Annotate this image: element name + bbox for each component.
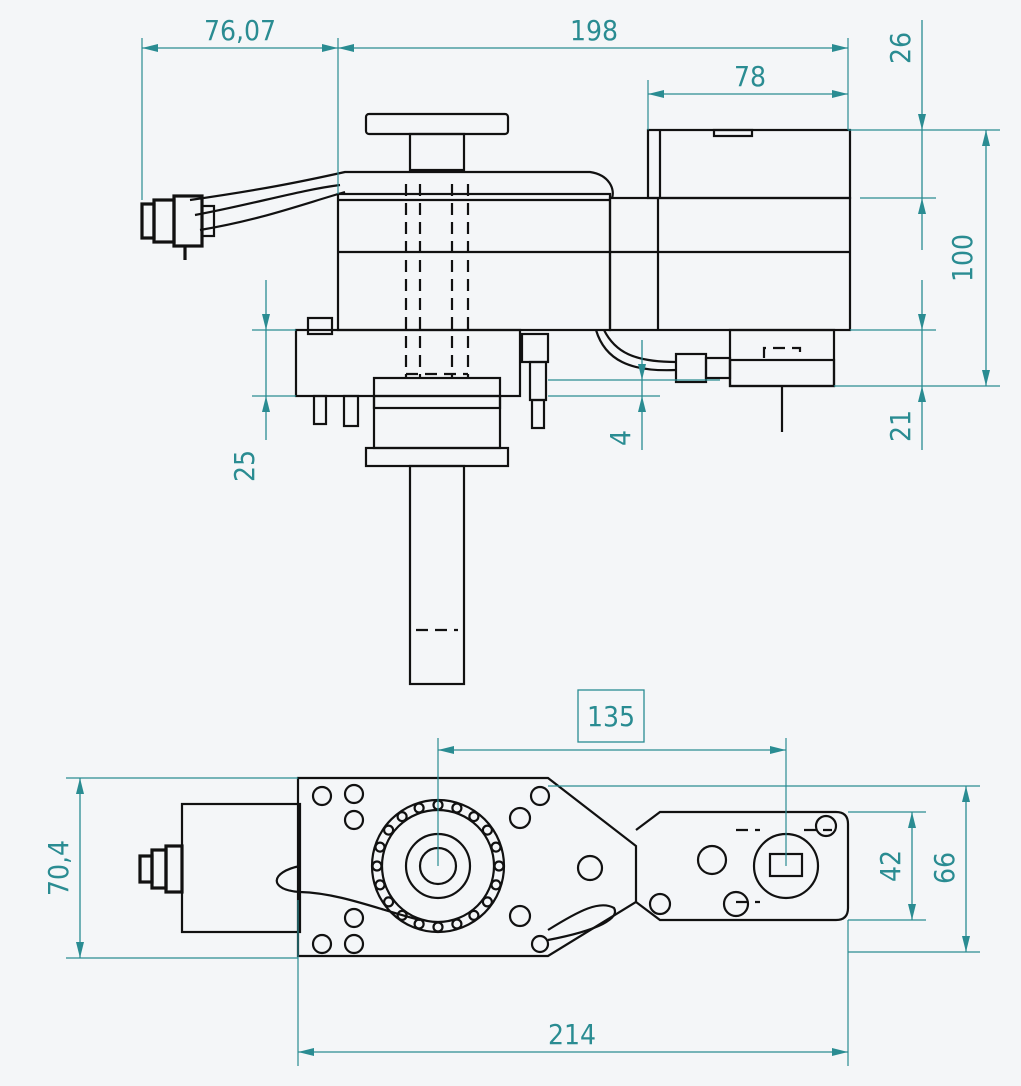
gear-hole bbox=[481, 824, 493, 836]
gear-hole bbox=[413, 802, 425, 814]
gear-hole bbox=[432, 921, 444, 933]
dim-42: 42 bbox=[874, 850, 907, 882]
gear-holes bbox=[371, 799, 505, 933]
dim-4: 4 bbox=[604, 430, 637, 446]
dim-198: 198 bbox=[570, 14, 618, 47]
dim-26: 26 bbox=[884, 32, 917, 64]
gear-hole bbox=[468, 810, 480, 823]
gear-hole bbox=[451, 802, 463, 814]
gear-hole bbox=[383, 824, 395, 836]
dim-70-4: 70,4 bbox=[42, 840, 75, 896]
dim-100: 100 bbox=[946, 234, 979, 282]
gear-hole bbox=[490, 879, 502, 891]
gear-hole bbox=[413, 918, 425, 930]
dim-66: 66 bbox=[928, 852, 961, 884]
dim-135: 135 bbox=[587, 700, 635, 733]
gear-hole bbox=[451, 918, 463, 930]
gear-hole bbox=[493, 860, 505, 872]
dimensions: 76,07 198 78 26 100 21 25 bbox=[42, 14, 1000, 1066]
gear-hole bbox=[396, 909, 408, 922]
plan-view bbox=[138, 776, 850, 958]
gear-hole bbox=[374, 841, 386, 853]
dim-214: 214 bbox=[548, 1018, 596, 1051]
gear-hole bbox=[383, 896, 395, 908]
dim-21: 21 bbox=[884, 410, 917, 442]
gear-hole bbox=[374, 879, 386, 891]
gear-hole bbox=[468, 909, 480, 922]
dim-76-07: 76,07 bbox=[204, 14, 276, 47]
dim-25: 25 bbox=[228, 450, 261, 482]
gear-hole bbox=[371, 860, 383, 872]
dim-78: 78 bbox=[734, 60, 766, 93]
gear-hole bbox=[481, 896, 493, 908]
gear-hole bbox=[396, 810, 408, 823]
side-view bbox=[140, 112, 852, 686]
gear-hole bbox=[490, 841, 502, 853]
